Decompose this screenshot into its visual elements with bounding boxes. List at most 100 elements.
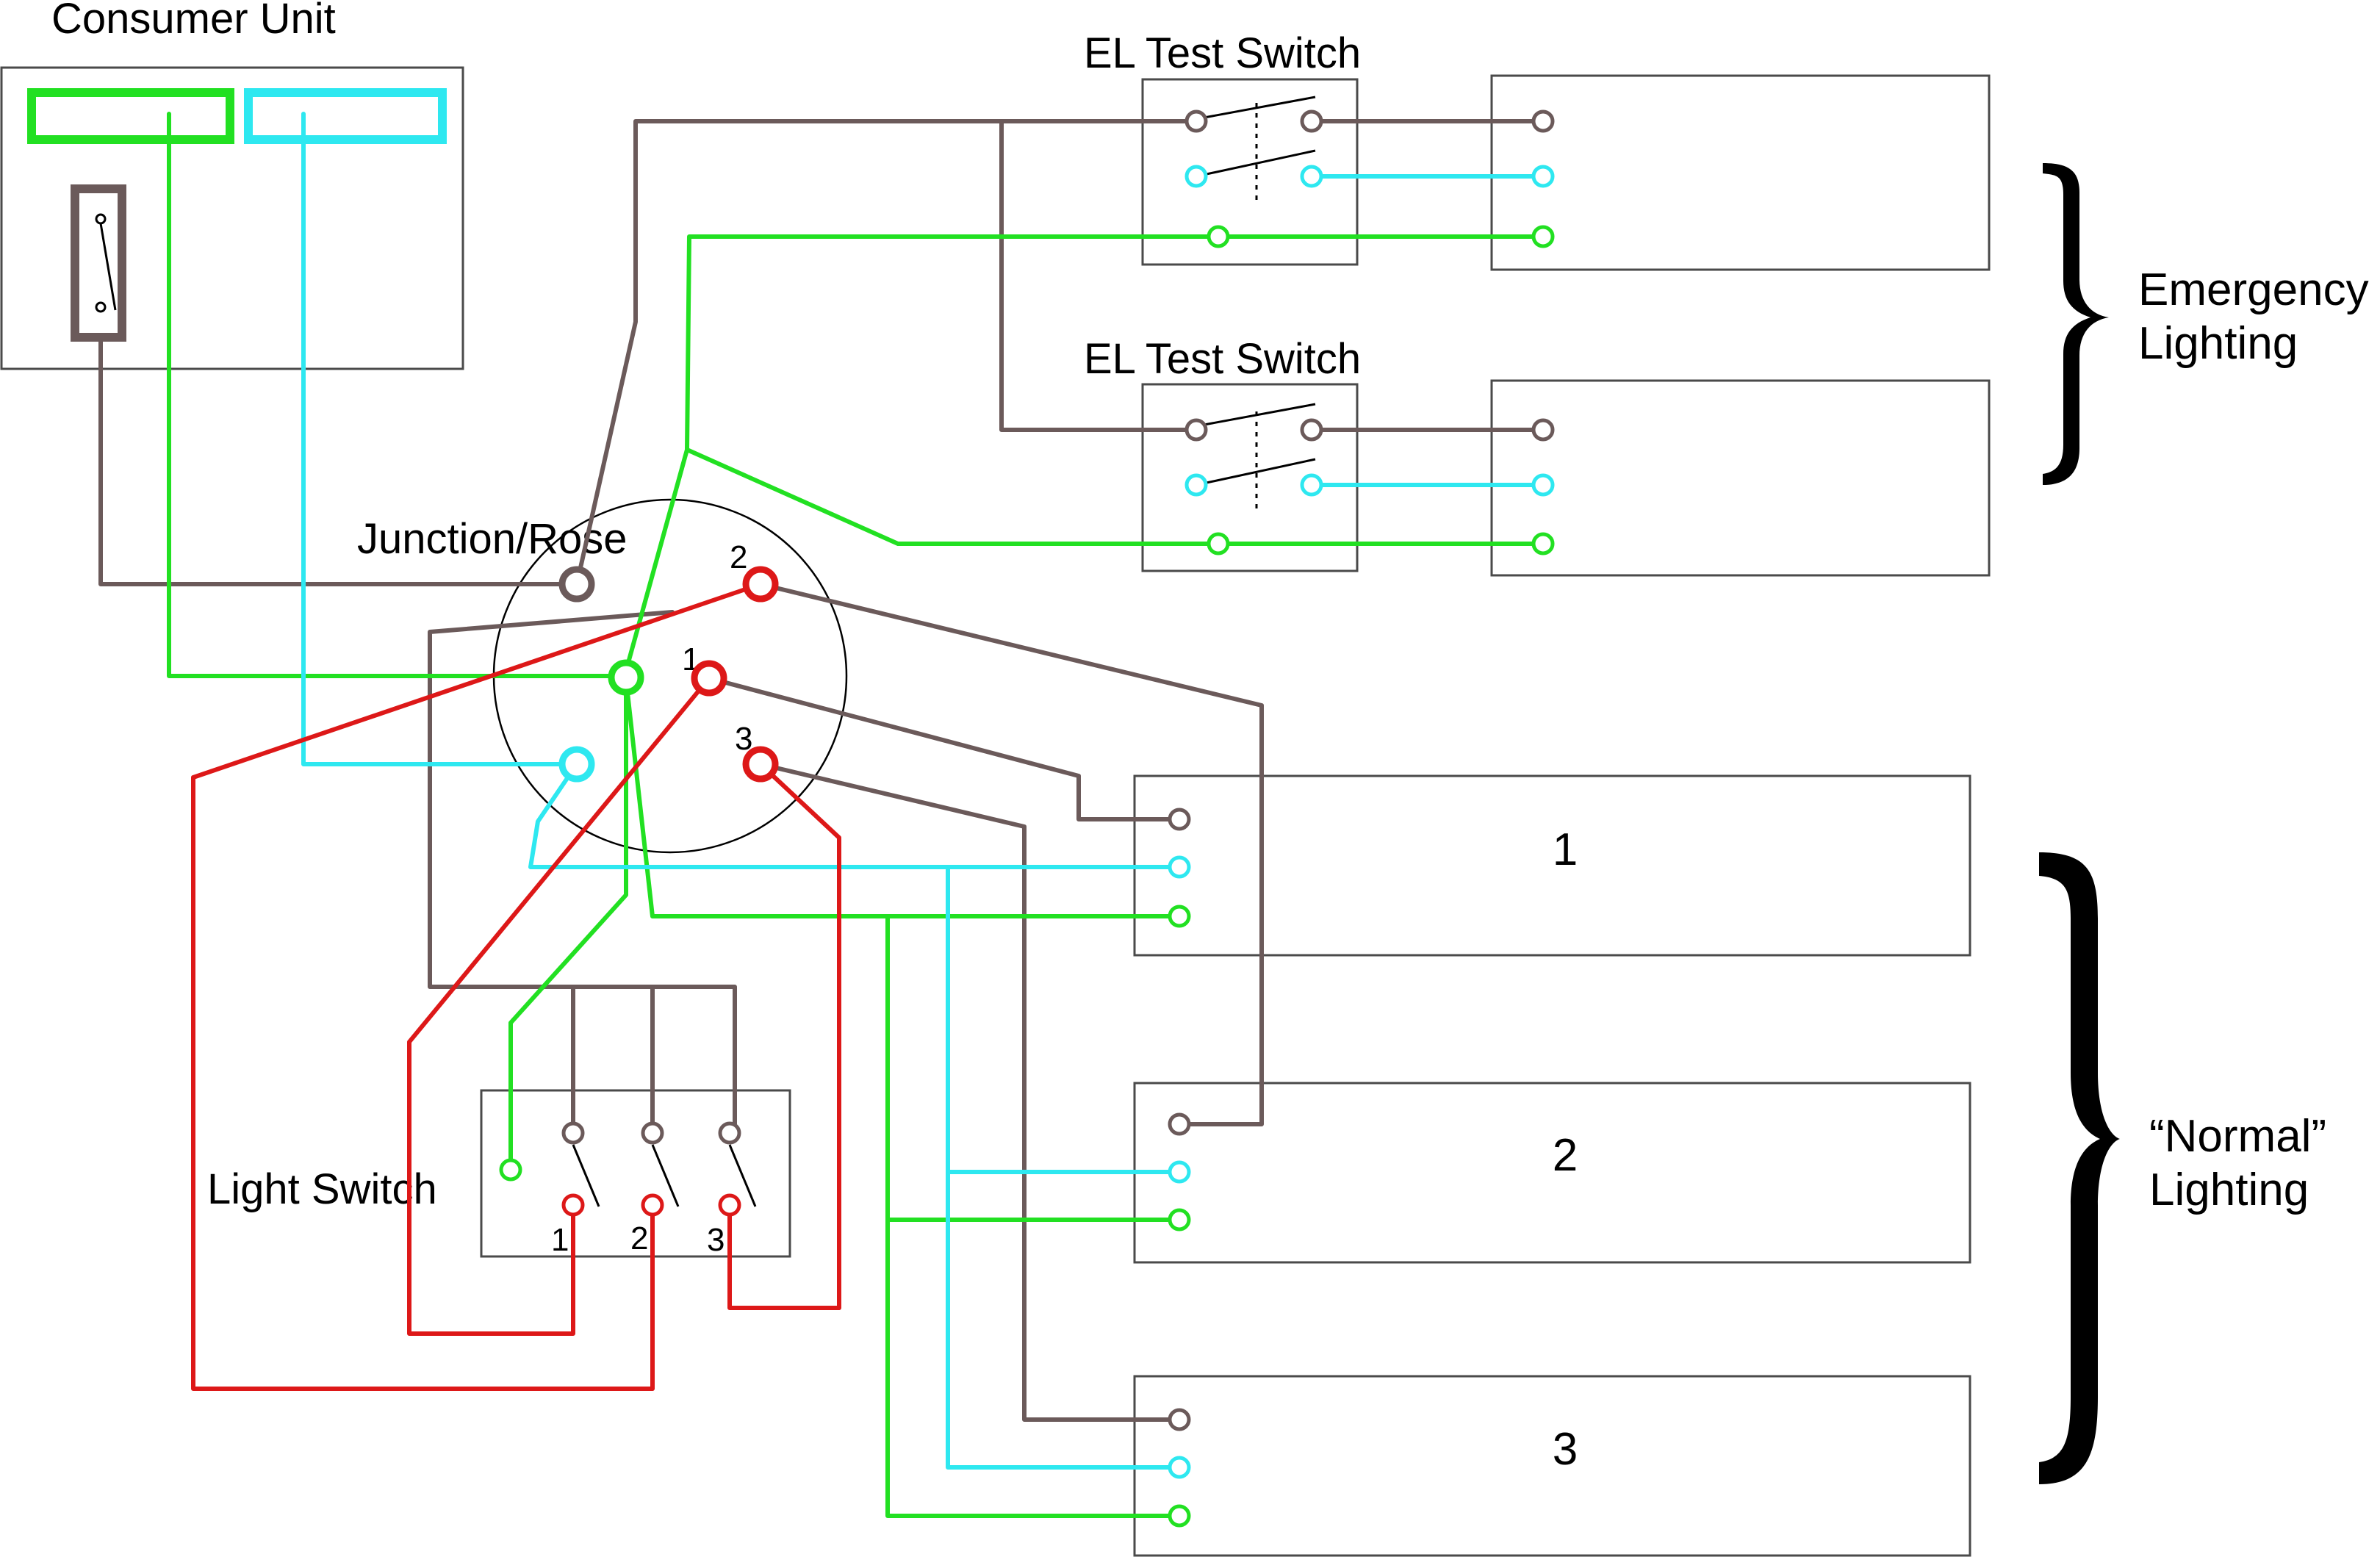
breaker-contact-top [95,213,107,225]
em1-earth-terminal [1531,225,1555,248]
el-test-switch-top-label: EL Test Switch [1084,29,1361,77]
breaker [71,184,126,342]
emergency-light-1 [1490,74,1991,271]
normal-light-3: 3 [1133,1375,1971,1557]
switch-output-terminal-1 [561,1193,585,1217]
nl2-earth-terminal [1168,1208,1191,1231]
earth-wires [167,112,1545,1518]
em2-live-terminal [1531,418,1555,442]
normal-label-line1: “Normal” [2149,1111,2326,1162]
el-top-live-in [1184,109,1208,133]
wire-rose-to-normal-neutral [528,762,1182,869]
light-switch-lever-1 [572,1144,600,1207]
em1-neutral-terminal [1531,165,1555,188]
switch-output-terminal-2 [641,1193,664,1217]
emergency-label-line2: Lighting [2138,318,2298,369]
el-switch-bottom-lever-neutral [1196,458,1316,486]
el-bottom-live-in [1184,418,1208,442]
wire-cu-to-rose-neutral [301,112,579,766]
nl1-neutral-terminal [1168,855,1191,879]
nl2-neutral-terminal [1168,1160,1191,1184]
normal-brace [2039,852,2120,1484]
switch-common-terminal-2 [641,1121,664,1145]
nl3-live-terminal [1168,1408,1191,1431]
light-switch-lever-2 [651,1144,680,1207]
el-bottom-earth [1207,532,1230,555]
switch-common-terminal-1 [561,1121,585,1145]
wire-switch1-to-rose1 [407,676,711,1336]
el-switch-top-lever-live [1196,96,1316,121]
rose-switched-terminal-2 [742,566,779,603]
wire-rose-to-el-earth [622,234,1545,678]
normal-light-terminals [1168,808,1191,1528]
el-test-switch-top-box [1141,78,1359,266]
rose-neutral-terminal [558,746,595,783]
light-switch-box [480,1089,791,1258]
normal-light-1-number: 1 [1553,824,1578,875]
wire-el-top-branch [999,119,1198,432]
nl1-earth-terminal [1168,905,1191,928]
light-switch-number-3: 3 [707,1222,725,1258]
em1-live-terminal [1531,109,1555,133]
light-switch-lever-3 [728,1144,757,1207]
el-top-neutral-in [1184,165,1208,188]
em2-neutral-terminal [1531,473,1555,497]
nl3-neutral-terminal [1168,1456,1191,1479]
wire-switch2-to-rose2 [191,582,763,1391]
el-top-live-out [1300,109,1323,133]
wire-neutral-drop [946,865,1182,1470]
el-top-earth [1207,225,1230,248]
el-test-switch-bottom-box [1141,383,1359,572]
earth-bar [27,88,234,144]
el-switch-terminals [1184,109,1323,555]
wire-rose3-to-light3 [758,762,1182,1422]
breaker-lever [99,223,117,311]
el-test-switch-top: EL Test Switch [1084,29,1361,266]
light-switch-number-2: 2 [630,1220,648,1256]
rose-switched-terminal-1 [691,660,727,697]
wire-rose-to-el-live [575,119,1198,586]
rose-number-2: 2 [730,539,747,575]
wire-rose1-to-light1 [707,676,1182,821]
wire-switch3-to-rose3 [727,762,841,1310]
light-switch-number-1: 1 [551,1222,569,1258]
neutral-wires [301,112,1545,1470]
consumer-unit-box [0,66,464,370]
emergency-light-2 [1490,379,1991,577]
wire-cu-to-rose-earth [167,112,627,678]
neutral-bar [244,88,447,144]
el-bottom-live-out [1300,418,1323,442]
nl3-earth-terminal [1168,1504,1191,1528]
el-bottom-neutral-in [1184,473,1208,497]
rose-earth-terminal [608,659,644,696]
wire-earth-drop [885,914,1182,1518]
breaker-contact-bottom [95,301,107,313]
switch-terminals [499,1121,741,1217]
el-test-switch-bottom: EL Test Switch [1084,335,1361,572]
switch-output-terminal-3 [718,1193,741,1217]
rose-live-terminal [558,566,595,603]
normal-label-line2: Lighting [2149,1165,2309,1215]
switch-earth-terminal [499,1158,522,1182]
light-switch: Light Switch 1 2 3 [207,1089,791,1258]
em2-earth-terminal [1531,532,1555,555]
nl1-live-terminal [1168,808,1191,831]
rose-switched-terminal-3 [742,746,779,783]
wire-cu-to-rose-live [98,334,579,586]
el-test-switch-bottom-label: EL Test Switch [1084,335,1361,383]
wire-live-loop-to-switch [428,610,737,1134]
normal-light-2-number: 2 [1553,1130,1578,1181]
wire-rose-to-normal-earth [624,677,1182,918]
consumer-unit-label: Consumer Unit [51,0,336,43]
nl2-live-terminal [1168,1112,1191,1136]
el-top-neutral-out [1300,165,1323,188]
emergency-light-terminals [1531,109,1555,555]
el-bottom-neutral-out [1300,473,1323,497]
rose-terminals [558,566,779,783]
consumer-unit: Consumer Unit [0,0,464,370]
switch-common-terminal-3 [718,1121,741,1145]
wire-rose-to-switch-earth [508,677,628,1171]
normal-light-3-number: 3 [1553,1424,1578,1475]
switched-wires [191,582,841,1391]
